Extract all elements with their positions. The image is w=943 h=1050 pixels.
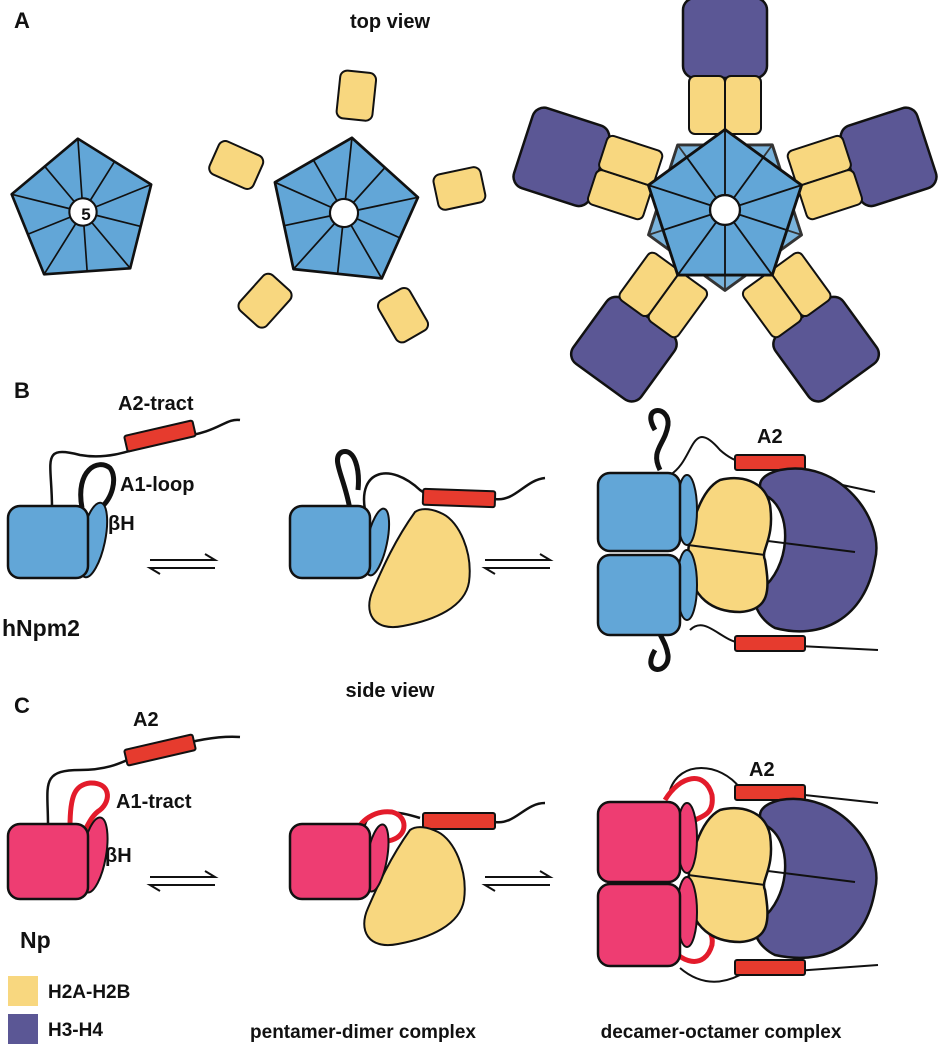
pentamer-number: 5: [81, 205, 90, 224]
hnpm2-monomer: [6, 418, 241, 580]
legend-label-h3-h4: H3-H4: [48, 1020, 103, 1041]
panel-a-label: A: [14, 8, 30, 33]
np-dimer-complex: [288, 801, 546, 947]
hnpm2-dimer-complex: [288, 449, 546, 629]
legend-swatch-h2a-h2b: [8, 976, 38, 1006]
caption-pentamer-dimer: pentamer-dimer complex: [250, 1022, 476, 1043]
a2-tract-label: A2-tract: [118, 393, 194, 415]
a2-label-c: A2: [133, 709, 159, 731]
a2-label-c-right: A2: [749, 759, 775, 781]
np-decamer-octamer: [596, 767, 879, 983]
npm-decamer-octamer-top: [509, 0, 941, 408]
npm-pentamer-dimer-top: [205, 68, 488, 346]
hnpm2-decamer-octamer: [596, 408, 879, 672]
beta-h-label-b: βH: [108, 513, 135, 535]
equilibrium-arrow-b1: [146, 553, 219, 575]
caption-decamer-octamer: decamer-octamer complex: [601, 1022, 842, 1043]
equilibrium-arrow-c2: [481, 870, 554, 892]
equilibrium-arrow-c1: [146, 870, 219, 892]
equilibrium-arrow-b2: [481, 553, 554, 575]
hnpm2-label: hNpm2: [2, 615, 80, 641]
np-monomer: [6, 733, 241, 901]
a1-loop-label: A1-loop: [120, 474, 194, 496]
panel-c-label: C: [14, 693, 30, 718]
a1-tract-label: A1-tract: [116, 791, 192, 813]
side-view-label: side view: [346, 680, 435, 702]
panel-b-label: B: [14, 378, 30, 403]
legend: H2A-H2B H3-H4: [8, 976, 130, 1044]
a2-label-b: A2: [757, 426, 783, 448]
legend-label-h2a-h2b: H2A-H2B: [48, 982, 130, 1003]
beta-h-label-c: βH: [105, 845, 132, 867]
legend-swatch-h3-h4: [8, 1014, 38, 1044]
top-view-label: top view: [350, 11, 430, 33]
np-label: Np: [20, 927, 51, 953]
